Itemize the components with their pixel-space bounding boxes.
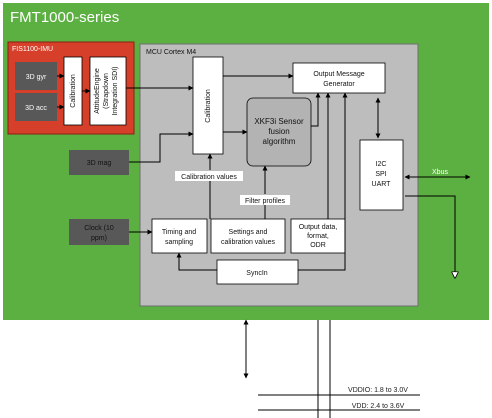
fusion-line-3: algorithm [263,137,296,146]
syncin-label: SyncIn [246,270,268,277]
mag-label: 3D mag [87,160,112,167]
attitude-engine-line-1: AttitudeEngine [94,68,101,114]
clock-line-2: ppm) [91,235,107,242]
attitude-engine-box [89,56,127,126]
xbus-label: Xbus [432,169,448,176]
settings-box [210,218,286,254]
mag-sensor [69,150,129,175]
calibration-values-label: Calibration values [181,174,237,181]
timing-line-1: Timing and [162,229,196,236]
attitude-engine-line-3: Integration SDI) [112,66,119,115]
output-generator-box [292,62,386,94]
syncin-box [216,259,299,285]
clock-line-1: Clock (10 [84,225,114,232]
mcu-title: MCU Cortex M4 [146,49,196,56]
output-generator-line-1: Output Message [313,71,364,78]
imu-title: FIS1100-IMU [12,46,53,53]
vddio-label: VDDIO: 1.8 to 3.0V [348,387,408,394]
imu-calibration-label: Calibration [70,74,77,108]
mcu-calibration-label: Calibration [205,89,212,123]
attitude-engine-line-2: (Strapdown [103,73,110,109]
clock-source [69,219,129,245]
interface-line-2: SPI [375,171,386,178]
interface-line-3: UART [372,181,392,188]
acc-sensor [15,93,57,121]
interface-box [359,139,404,211]
gyr-label: 3D gyr [26,74,47,81]
timing-line-2: sampling [165,239,193,246]
settings-line-2: calibration values [221,239,276,246]
filter-profiles-label: Filter profiles [245,198,286,205]
fusion-line-2: fusion [268,127,289,136]
output-config-line-1: Output data, [299,224,338,231]
gyr-sensor [15,62,57,90]
mcu-calibration-box [192,56,224,155]
fusion-line-1: XKF3i Sensor [254,117,304,126]
output-generator-line-2: Generator [323,81,355,88]
output-config-line-2: format, [307,233,329,240]
timing-box [151,218,208,254]
output-config-line-3: ODR [310,242,326,249]
vdd-label: VDD: 2.4 to 3.6V [352,403,405,410]
filter-profiles-label-bg [240,195,290,205]
output-config-box [290,218,346,254]
calibration-values-label-bg [175,171,243,181]
interface-line-1: I2C [376,161,387,168]
acc-label: 3D acc [25,105,47,112]
settings-line-1: Settings and [229,229,268,236]
module-title: FMT1000-series [10,9,119,26]
